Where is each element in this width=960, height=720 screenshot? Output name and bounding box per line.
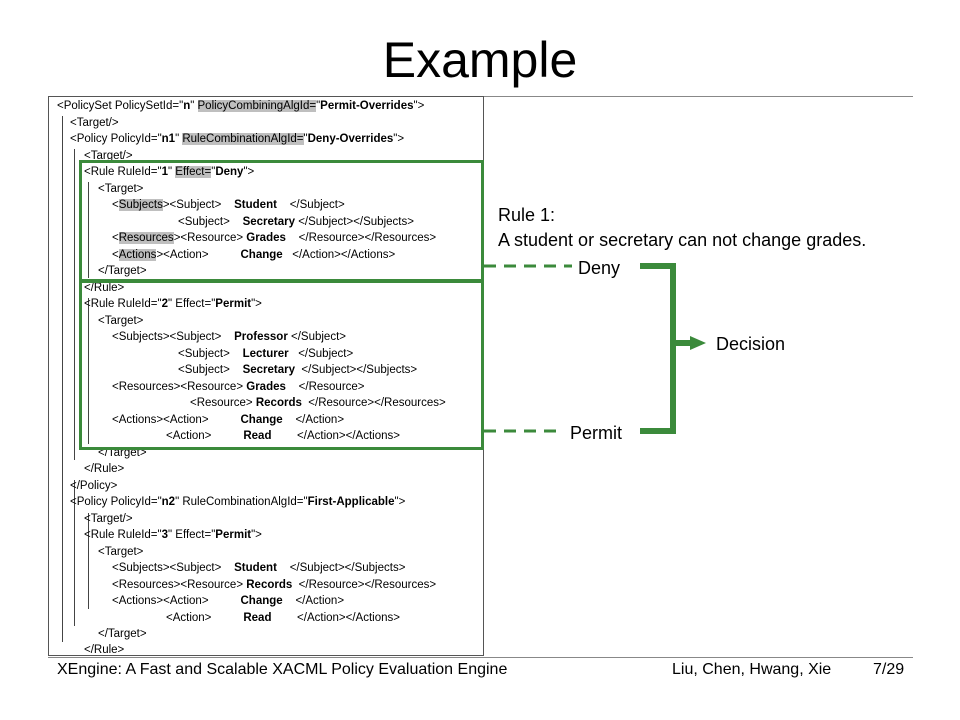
code-line-rule2-subject-lecturer: <Subject> Lecturer </Subject> [178,348,354,360]
code-line-rule1-subject-secretary: <Subject> Secretary </Subject></Subjects… [178,216,414,228]
code-line-rule1-target-open: <Target> [98,183,144,195]
footer-divider [48,657,913,658]
code-line-rule2-action-read: <Action> Read </Action></Actions> [166,430,400,442]
indent-guide-policyset [62,116,63,642]
footer-paper-title: XEngine: A Fast and Scalable XACML Polic… [57,661,508,678]
code-line-policy2-open: <Policy PolicyId="n2" RuleCombinationAlg… [70,496,406,508]
indent-guide-policy-2 [74,480,75,626]
code-line-rule2-open: <Rule RuleId="2" Effect="Permit"> [84,298,262,310]
code-line-rule3-target-open: <Target> [98,546,144,558]
code-line-rule1-target-close: </Target> [98,265,147,277]
code-line-rule2-subject-secretary: <Subject> Secretary </Subject></Subjects… [178,364,418,376]
code-line-rule1-close: </Rule> [84,282,125,294]
code-line-rule2-target-close: </Target> [98,447,147,459]
rule2-highlight-box [79,280,484,450]
code-line-rule2-resource-grades: <Resources><Resource> Grades </Resource> [112,381,365,393]
code-line-rule1-action-change: <Actions><Action> Change </Action></Acti… [112,249,396,261]
code-line-rule3-open: <Rule RuleId="3" Effect="Permit"> [84,529,262,541]
footer-authors: Liu, Chen, Hwang, Xie [672,661,832,678]
indent-guide-rule-3 [88,513,89,609]
code-line-rule2-resource-records: <Resource> Records </Resource></Resource… [190,397,446,409]
slide-title: Example [382,32,578,88]
code-line-rule3-resource-records: <Resources><Resource> Records </Resource… [112,579,437,591]
combining-bracket [640,263,676,434]
code-line-rule2-action-change: <Actions><Action> Change </Action> [112,414,345,426]
code-line-rule2-target-open: <Target> [98,315,144,327]
code-line-rule3-subject-student: <Subjects><Subject> Student </Subject></… [112,562,406,574]
indent-guide-policy-1 [74,149,75,460]
code-line-rule1-subject-student: <Subjects><Subject> Student </Subject> [112,199,345,211]
indent-guide-rule-2 [88,298,89,444]
code-line-policy2-target: <Target/> [84,513,133,525]
rule-note-text: A student or secretary can not change gr… [498,230,867,250]
code-line-rule2-close: </Rule> [84,463,125,475]
code-line-rule2-subject-professor: <Subjects><Subject> Professor </Subject> [112,331,346,343]
code-line-rule3-target-close: </Target> [98,628,147,640]
code-line-rule3-action-read: <Action> Read </Action></Actions> [166,612,400,624]
decision-arrow-head [690,336,706,350]
indent-guide-rule-1 [88,182,89,278]
code-line-rule3-action-change: <Actions><Action> Change </Action> [112,595,345,607]
code-line-policy1-open: <Policy PolicyId="n1" RuleCombinationAlg… [70,133,405,145]
code-line-policy1-target: <Target/> [84,150,133,162]
permit-label: Permit [570,423,623,443]
code-line-policyset-target: <Target/> [70,117,119,129]
code-line-policy1-close: </Policy> [70,480,118,492]
deny-label: Deny [578,258,621,278]
decision-label: Decision [716,334,786,354]
code-line-policyset-open: <PolicySet PolicySetId="n" PolicyCombini… [57,100,425,112]
code-line-rule3-close: </Rule> [84,644,125,656]
code-line-rule1-resource-grades: <Resources><Resource> Grades </Resource>… [112,232,437,244]
footer-page-number: 7/29 [873,661,905,678]
rule-note-title: Rule 1: [498,205,556,225]
code-line-rule1-open: <Rule RuleId="1" Effect="Deny"> [84,166,255,178]
